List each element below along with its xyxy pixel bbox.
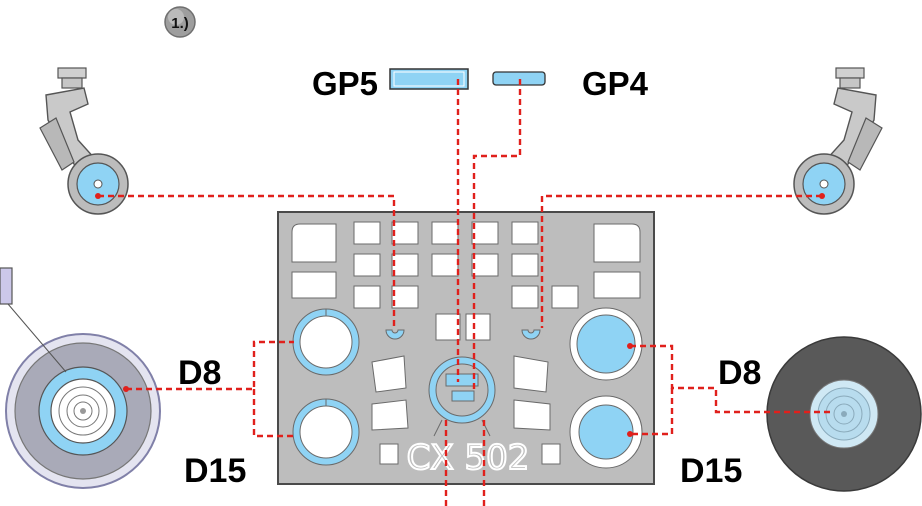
fret-d8-left bbox=[292, 308, 360, 376]
fret-d15-left bbox=[292, 398, 360, 466]
callout-box bbox=[0, 267, 67, 373]
fret-d15-right bbox=[569, 395, 643, 469]
right-wheel bbox=[766, 336, 922, 492]
label-d8-right: D8 bbox=[718, 354, 761, 392]
label-d15-right: D15 bbox=[680, 452, 742, 490]
step-badge-text: 1.) bbox=[171, 15, 189, 32]
masking-fret: CX 502 bbox=[277, 211, 655, 485]
label-gp5: GP5 bbox=[312, 65, 378, 102]
step-badge: 1.) bbox=[164, 6, 196, 38]
leader-lines bbox=[95, 79, 830, 506]
left-landing-gear bbox=[39, 67, 129, 215]
label-gp4: GP4 bbox=[582, 65, 649, 102]
label-d8-left: D8 bbox=[178, 354, 221, 392]
right-landing-gear bbox=[793, 67, 883, 215]
mask-gp5 bbox=[389, 68, 469, 90]
fret-d8-right bbox=[569, 307, 643, 381]
fret-code: CX 502 bbox=[407, 438, 530, 478]
label-d15-left: D15 bbox=[184, 452, 246, 490]
left-wheel bbox=[5, 333, 161, 489]
